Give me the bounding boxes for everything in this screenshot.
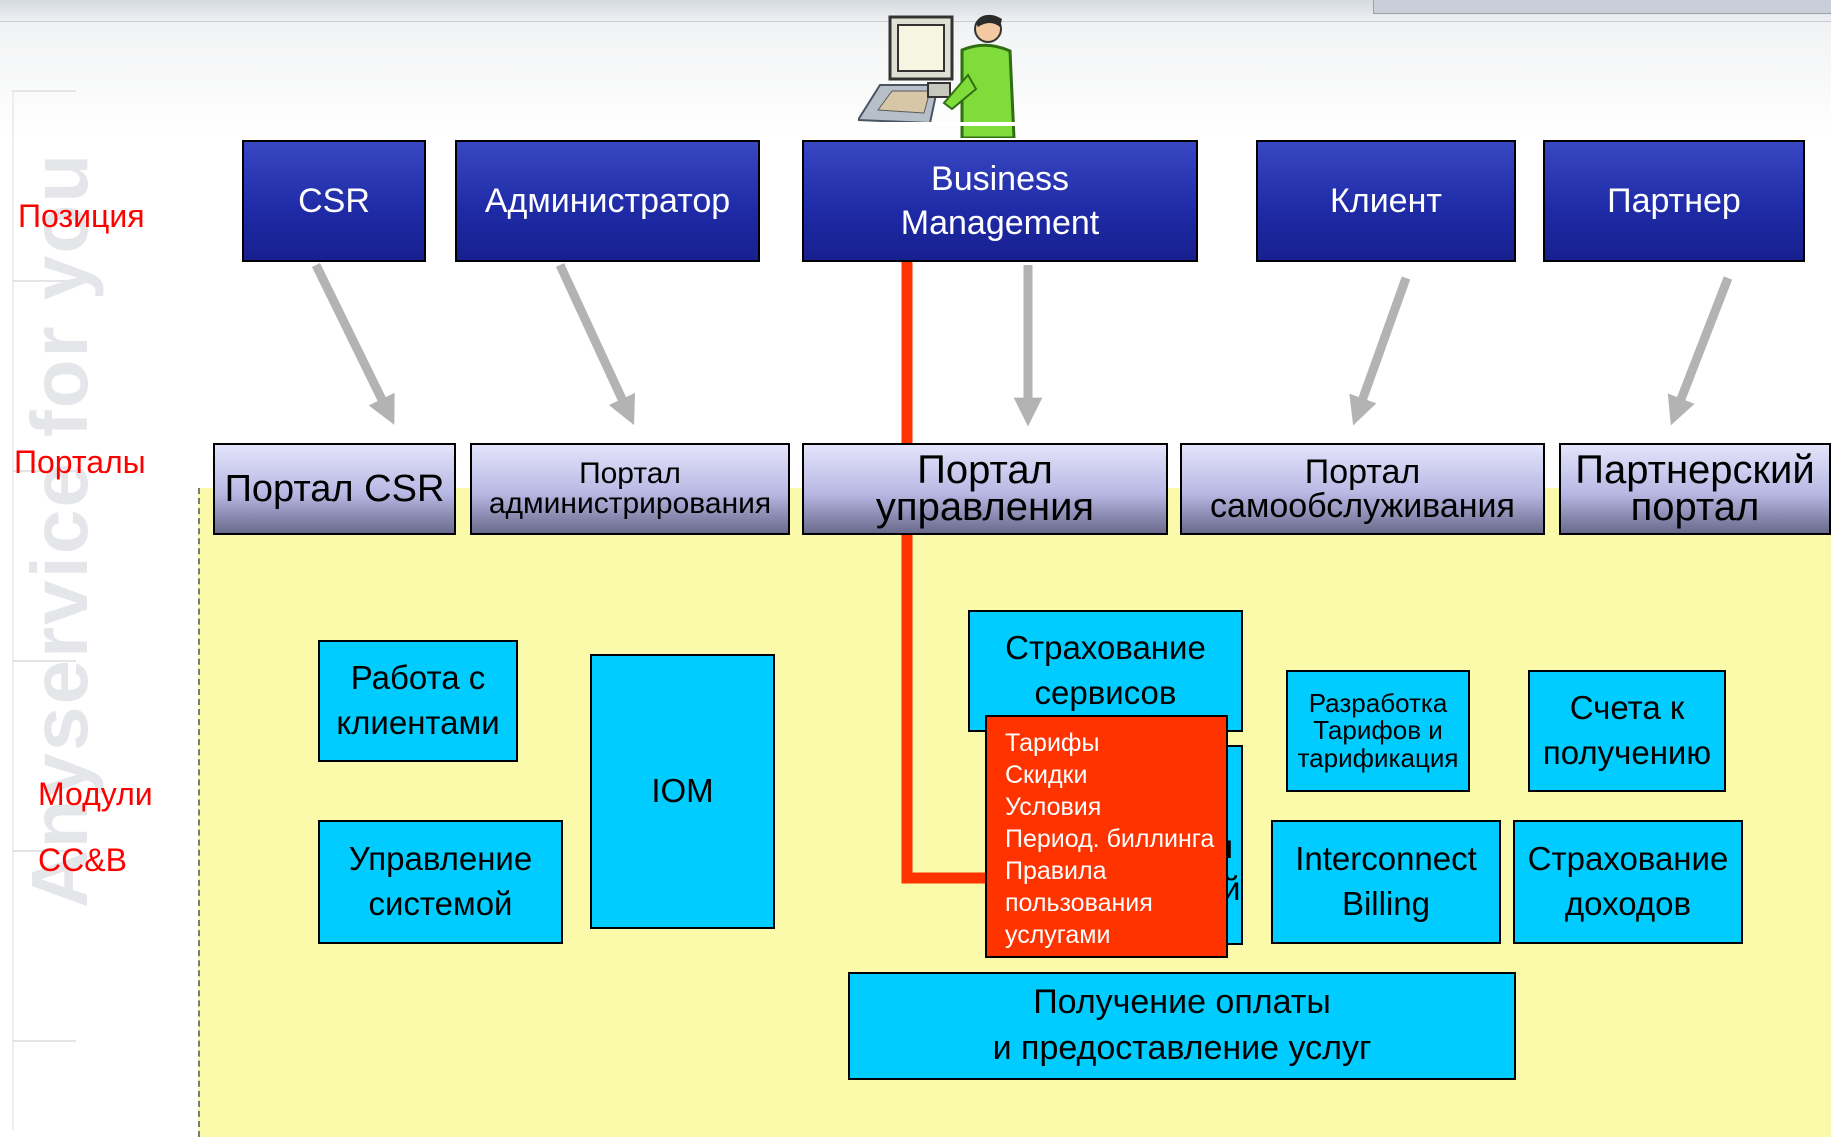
role-csr: CSR <box>242 140 426 262</box>
role-admin: Администратор <box>455 140 760 262</box>
watermark-rule <box>12 90 14 1130</box>
row-label-ccb: CC&B <box>38 842 127 878</box>
module-receivables: Счета к получению <box>1528 670 1726 792</box>
module-tariff-development: Разработка Тарифов и тарификация <box>1286 670 1470 792</box>
watermark-rule <box>12 470 76 472</box>
role-partner: Партнер <box>1543 140 1805 262</box>
module-system-management: Управление системой <box>318 820 563 944</box>
module-payment-service: Получение оплаты и предоставление услуг <box>848 972 1516 1080</box>
watermark-rule <box>12 1040 76 1042</box>
row-label-modules: Модули <box>38 776 153 812</box>
role-client: Клиент <box>1256 140 1516 262</box>
module-revenue-insurance: Страхование доходов <box>1513 820 1743 944</box>
arrow-client <box>1349 276 1411 426</box>
tariff-details-popup: Тарифы Скидки Условия Период. биллинга П… <box>985 715 1228 958</box>
arrow-csr <box>311 263 395 425</box>
role-business-management: Business Management <box>802 140 1198 262</box>
portal-partner: Партнерский портал <box>1559 443 1831 535</box>
watermark-rule <box>12 280 76 282</box>
module-iom: IOM <box>590 654 775 929</box>
highlight-path <box>901 262 988 884</box>
watermark-rule <box>12 90 76 92</box>
row-label-positions: Позиция <box>18 198 145 234</box>
top-tab <box>1373 0 1831 14</box>
watermark-rule <box>12 850 76 852</box>
portal-csr: Портал CSR <box>213 443 456 535</box>
arrow-partner <box>1667 276 1733 426</box>
module-service-insurance: Страхование сервисов <box>968 610 1243 732</box>
user-at-computer-icon <box>858 14 1018 138</box>
portal-selfservice: Портал самообслуживания <box>1180 443 1545 535</box>
portal-admin: Портал администрирования <box>470 443 790 535</box>
watermark-rule <box>12 660 76 662</box>
portal-management: Портал управления <box>802 443 1168 535</box>
module-interconnect-billing: Interconnect Billing <box>1271 820 1501 944</box>
row-label-portals: Порталы <box>14 444 146 480</box>
module-customer-work: Работа с клиентами <box>318 640 518 762</box>
arrow-admin <box>555 263 636 426</box>
